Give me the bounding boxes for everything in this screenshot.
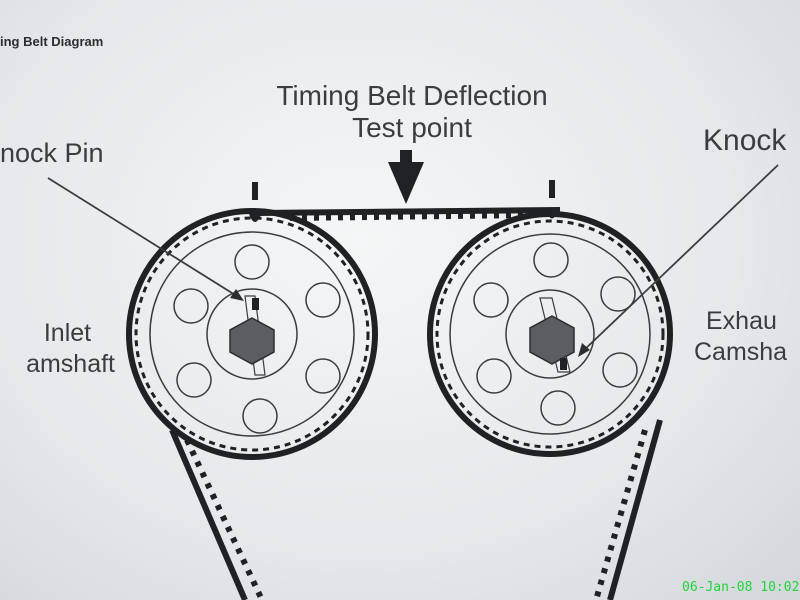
knock-pin-left-arrowhead: [230, 289, 244, 301]
timing-mark-left: [249, 182, 261, 222]
exhaust-hub-hexagon: [529, 315, 575, 365]
knock-pin-right-arrowhead: [578, 343, 590, 357]
diagram-heading: ing Belt Diagram: [0, 34, 104, 49]
deflection-label-line1: Timing Belt Deflection: [276, 80, 548, 111]
exhaust-camshaft-label: Exhau Camsha: [694, 306, 787, 368]
exhaust-label-line1: Exhau: [706, 307, 777, 335]
inlet-camshaft-label: Inlet amshaft: [0, 318, 115, 380]
inlet-camshaft-sprocket: [126, 208, 378, 460]
exhaust-camshaft-sprocket: [427, 211, 673, 457]
deflection-test-arrow: [388, 150, 424, 204]
belt-top-run: [257, 207, 561, 216]
inlet-label-line2: amshaft: [26, 350, 115, 378]
knock-pin-left-leader: [47, 177, 241, 299]
belt-left-run: [169, 428, 248, 600]
inlet-knock-pin: [252, 298, 259, 310]
inlet-label-line1: Inlet: [43, 319, 92, 347]
belt-left-teeth: [184, 438, 265, 600]
deflection-label-line2: Test point: [352, 112, 472, 143]
knock-pin-label-right: Knock: [703, 124, 787, 157]
knock-pin-label-left: nock Pin: [0, 138, 104, 168]
belt-top-teeth: [289, 212, 533, 221]
timing-mark-right: [546, 180, 558, 219]
inlet-hub-hexagon: [229, 317, 275, 365]
belt-right-teeth: [593, 429, 648, 600]
deflection-test-point-label: Timing Belt Deflection Test point: [252, 80, 572, 144]
belt-right-run: [607, 419, 663, 600]
knock-pin-right-leader: [581, 164, 779, 353]
exhaust-label-line2: Camsha: [694, 338, 788, 366]
camera-timestamp: 06-Jan-08 10:02: [682, 580, 800, 595]
exhaust-knock-pin: [560, 358, 567, 370]
